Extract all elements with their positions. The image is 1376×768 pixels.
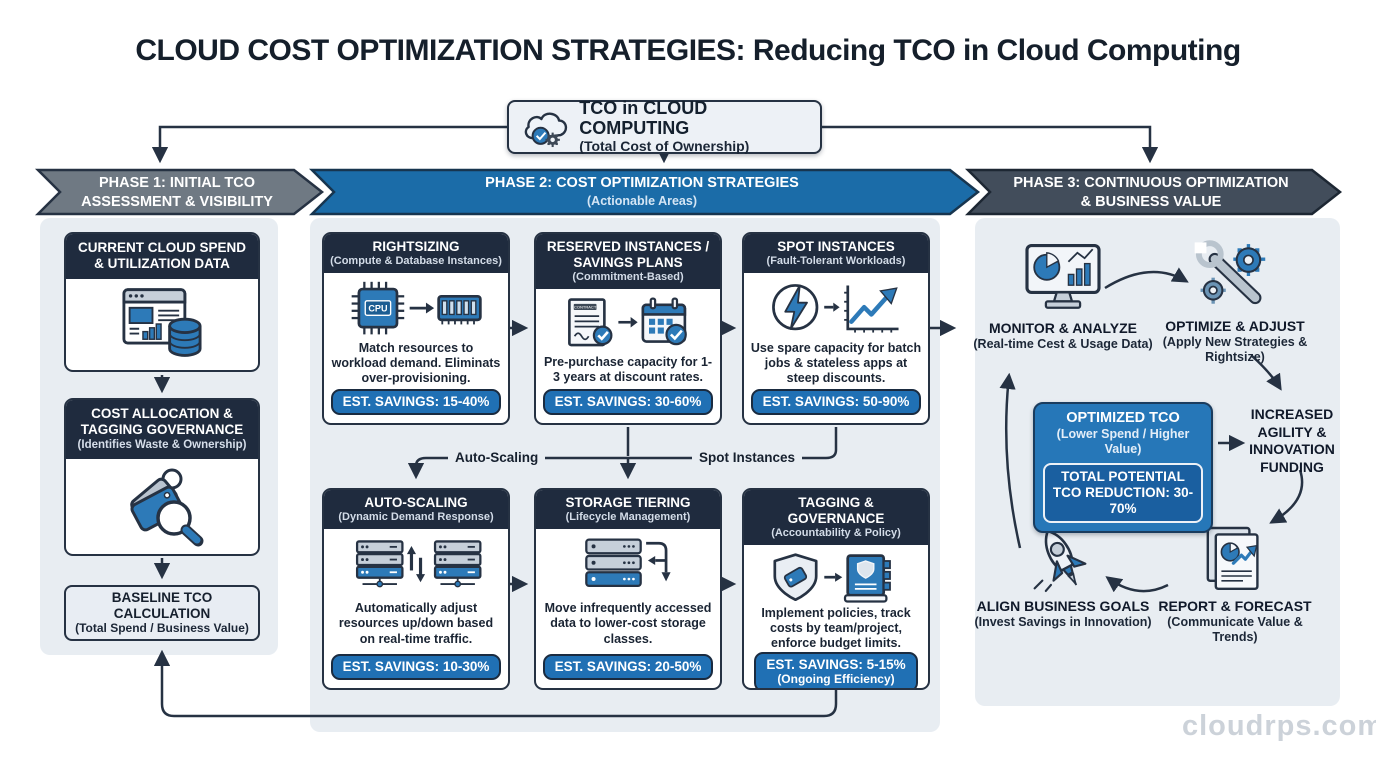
- storage-tiering-card: STORAGE TIERING(Lifecycle Management) Mo…: [534, 488, 722, 690]
- bolt-to-chart-icon: [772, 283, 899, 333]
- tco-title: TCO in CLOUD COMPUTING: [579, 97, 708, 138]
- monitor-analyze-label: MONITOR & ANALYZE (Real-time Cest & Usag…: [973, 320, 1153, 351]
- savings-badge: EST. SAVINGS: 15-40%: [330, 389, 502, 415]
- tagging-governance-card: TAGGING & GOVERNANCE(Accountability & Po…: [742, 488, 930, 690]
- report-forecast-label: REPORT & FORECAST (Communicate Value & T…: [1158, 598, 1312, 644]
- baseline-tco-box: BASELINE TCO CALCULATION (Total Spend / …: [64, 585, 260, 641]
- svg-text:CONTRACT: CONTRACT: [574, 305, 597, 310]
- increased-agility-label: INCREASED AGILITY & INNOVATION FUNDING: [1249, 406, 1335, 475]
- rightsizing-card: RIGHTSIZING(Compute & Database Instances…: [322, 232, 510, 425]
- wrench-gears-icon: [1194, 240, 1266, 305]
- tco-reduction-badge: TOTAL POTENTIAL TCO REDUCTION: 30-70%: [1043, 462, 1203, 524]
- page-title: CLOUD COST OPTIMIZATION STRATEGIES: Redu…: [135, 34, 1241, 67]
- tco-header-box: TCO in CLOUD COMPUTING (Total Cost of Ow…: [507, 97, 822, 155]
- dashboard-database-icon: [122, 288, 202, 358]
- savings-badge: EST. SAVINGS: 20-50%: [542, 654, 714, 680]
- auto-scaling-connector-label: Auto-Scaling: [448, 450, 546, 465]
- savings-badge: EST. SAVINGS: 30-60%: [542, 389, 714, 415]
- savings-badge: EST. SAVINGS: 5-15%(Ongoing Efficiency): [754, 651, 918, 688]
- analytics-monitor-icon: [1025, 244, 1101, 309]
- shield-to-policy-book-icon: [773, 553, 891, 603]
- phase3-banner-label: PHASE 3: CONTINUOUS OPTIMIZATION & BUSIN…: [1013, 175, 1289, 210]
- align-business-goals-label: ALIGN BUSINESS GOALS (Invest Savings in …: [974, 598, 1152, 629]
- svg-text:CPU: CPU: [368, 304, 387, 314]
- report-document-icon: [1206, 526, 1259, 590]
- contract-to-calendar-icon: CONTRACT: [568, 297, 687, 347]
- optimized-tco-box: OPTIMIZED TCO (Lower Spend / Higher Valu…: [1033, 402, 1213, 534]
- storage-tiers-icon: [585, 538, 671, 587]
- phase1-banner-label: PHASE 1: INITIAL TCO ASSESSMENT & VISIBI…: [81, 175, 273, 210]
- servers-scaling-icon: [355, 540, 482, 588]
- rocket-icon: [1033, 529, 1087, 593]
- cpu-to-ram-icon: CPU: [351, 281, 482, 335]
- current-spend-box: CURRENT CLOUD SPEND & UTILIZATION DATA: [64, 232, 260, 372]
- reserved-instances-card: RESERVED INSTANCES / SAVINGS PLANS(Commi…: [534, 232, 722, 425]
- auto-scaling-card: AUTO-SCALING(Dynamic Demand Response): [322, 488, 510, 690]
- phase2-banner-label: PHASE 2: COST OPTIMIZATION STRATEGIES (A…: [485, 175, 799, 208]
- cloud-gear-icon: [524, 112, 568, 148]
- cost-allocation-box: COST ALLOCATION & TAGGING GOVERNANCE (Id…: [64, 398, 260, 556]
- spot-instances-card: SPOT INSTANCES(Fault-Tolerant Workloads)…: [742, 232, 930, 425]
- savings-badge: EST. SAVINGS: 10-30%: [330, 654, 502, 680]
- savings-badge: EST. SAVINGS: 50-90%: [750, 389, 922, 415]
- price-tag-magnifier-icon: [130, 468, 204, 547]
- tco-subtitle: (Total Cost of Ownership): [579, 138, 750, 155]
- spot-instances-connector-label: Spot Instances: [692, 450, 803, 465]
- optimize-adjust-label: OPTIMIZE & ADJUST (Apply New Strategies …: [1162, 318, 1308, 364]
- watermark: cloudrps.com: [1182, 710, 1376, 742]
